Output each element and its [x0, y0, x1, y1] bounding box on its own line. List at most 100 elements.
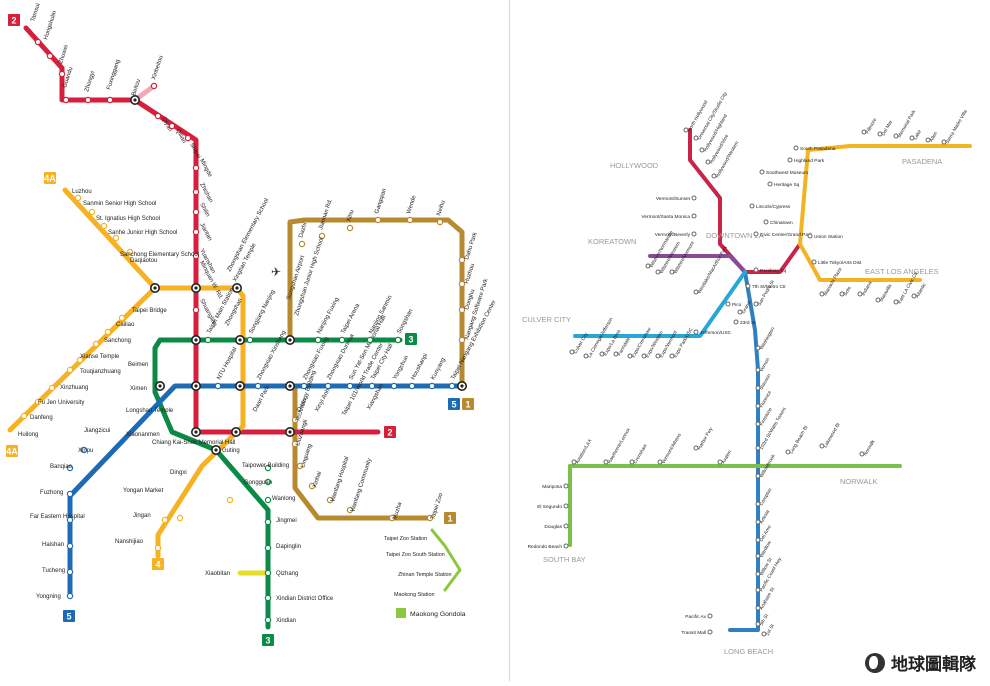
la-station-label: Maravilla: [879, 283, 894, 303]
la-station-dot: [707, 613, 713, 619]
region-label: HOLLYWOOD: [610, 161, 659, 170]
station-dot: [388, 514, 396, 522]
la-station-label: Lincoln/Cypress: [756, 204, 791, 210]
la-station-dot: [569, 349, 575, 355]
station-label: Beitou: [131, 79, 142, 97]
station-label: Jingmei: [276, 518, 297, 524]
station-dot: [448, 382, 456, 390]
globe-icon: [865, 652, 885, 673]
la-station-dot: [793, 145, 799, 151]
station-label: Gangqian: [374, 188, 388, 215]
la-station-label: 1st St: [765, 623, 777, 637]
station-label: Fuzhong: [40, 490, 63, 496]
station-label: Taipei Zoo South Station: [386, 552, 445, 558]
la-station-dot: [941, 139, 947, 145]
la-station-dot: [691, 195, 697, 201]
la-station-label: Memorial Park: [897, 109, 918, 139]
la-station-dot: [629, 459, 635, 465]
transfer-station-core: [194, 430, 198, 434]
station-dot: [192, 164, 200, 172]
la-station-dot: [693, 329, 699, 335]
station-dot: [291, 440, 299, 448]
station-label: Taipower Building: [242, 463, 289, 469]
station-dot: [80, 446, 88, 454]
station-dot: [291, 416, 299, 424]
la-station-label: Redondo Beach: [528, 544, 563, 550]
station-dot: [264, 478, 272, 486]
badge-line-5-text: 5: [451, 400, 456, 410]
station-label: Xindian: [276, 618, 296, 624]
station-label: Zhongxiao Xinsheng: [256, 330, 287, 381]
station-dot: [192, 306, 200, 314]
transfer-station-core: [133, 98, 137, 102]
station-dot: [458, 336, 466, 344]
station-dot: [346, 224, 354, 232]
la-station-dot: [755, 385, 761, 391]
station-dot: [106, 96, 114, 104]
station-label: Xiaonanmen: [126, 432, 160, 438]
la-station-label: Southwest Museum: [766, 170, 808, 176]
station-dot: [154, 112, 162, 120]
region-label: KOREATOWN: [588, 237, 636, 246]
la-station-dot: [839, 291, 845, 297]
la-station-dot: [583, 353, 589, 359]
station-label: Tamsui: [30, 3, 42, 23]
station-label: Hongshulin: [43, 10, 58, 40]
station-label: Dingxi: [170, 470, 187, 476]
station-dot: [74, 194, 82, 202]
la-station-dot: [717, 459, 723, 465]
panel-divider: [509, 0, 510, 681]
la-line-gold-east: [798, 242, 922, 282]
watermark-text: 地球圖輯隊: [891, 655, 976, 675]
station-dot: [254, 382, 262, 390]
station-label: Ximen: [130, 386, 147, 392]
station-label: Danfeng: [30, 415, 53, 421]
la-station-label: Harbor Fwy: [697, 426, 715, 451]
la-station-label: Sierra Madre Villa: [945, 109, 969, 145]
la-station-label: 23rd St: [740, 320, 756, 326]
la-station-dot: [857, 291, 863, 297]
station-dot: [126, 248, 134, 256]
la-station-label: Long Beach Bl: [789, 425, 810, 455]
la-station-label: Crenshaw: [633, 443, 649, 465]
la-station-dot: [755, 587, 761, 593]
station-label: Guting: [222, 448, 240, 454]
station-dot: [394, 336, 402, 344]
station-label: Touqianzhuang: [80, 369, 121, 375]
la-station-dot: [755, 473, 761, 479]
badge-line-4-text: 4: [155, 560, 160, 570]
la-station-dot: [693, 445, 699, 451]
station-dot: [192, 208, 200, 216]
station-label: Jingan: [133, 513, 151, 519]
la-station-label: San Pedro St: [757, 279, 777, 307]
station-label: Xinpu: [78, 448, 93, 454]
station-dot: [264, 496, 272, 504]
region-label: LONG BEACH: [724, 647, 773, 656]
station-label: Zhuwei: [58, 44, 70, 64]
la-station-dot: [877, 131, 883, 137]
station-dot: [390, 382, 398, 390]
la-station-label: Mariposa: [542, 484, 562, 490]
la-station-label: Aviation/LAX: [575, 438, 594, 465]
station-dot: [66, 542, 74, 550]
station-dot: [408, 382, 416, 390]
la-station-label: Vermont/Athens: [661, 432, 684, 465]
station-dot: [264, 518, 272, 526]
station-dot: [264, 544, 272, 552]
la-station-label: Lakewood Bl: [823, 422, 842, 449]
la-station-dot: [859, 451, 865, 457]
station-label: Yongan Market: [123, 488, 163, 494]
transfer-station-core: [460, 384, 464, 388]
transfer-station-core: [234, 430, 238, 434]
badge-line-2-text: 2: [11, 16, 16, 26]
station-label: Zhinan Temple Station: [398, 572, 452, 578]
la-station-label: 5th St: [759, 613, 771, 627]
station-dot: [161, 516, 169, 524]
station-dot: [192, 188, 200, 196]
la-station-label: Vermont/Santa Monica: [641, 214, 690, 220]
la-station-label: Vernon: [759, 357, 772, 373]
station-dot: [184, 134, 192, 142]
station-dot: [366, 336, 374, 344]
region-label: DOWNTOWN LA: [706, 231, 764, 240]
